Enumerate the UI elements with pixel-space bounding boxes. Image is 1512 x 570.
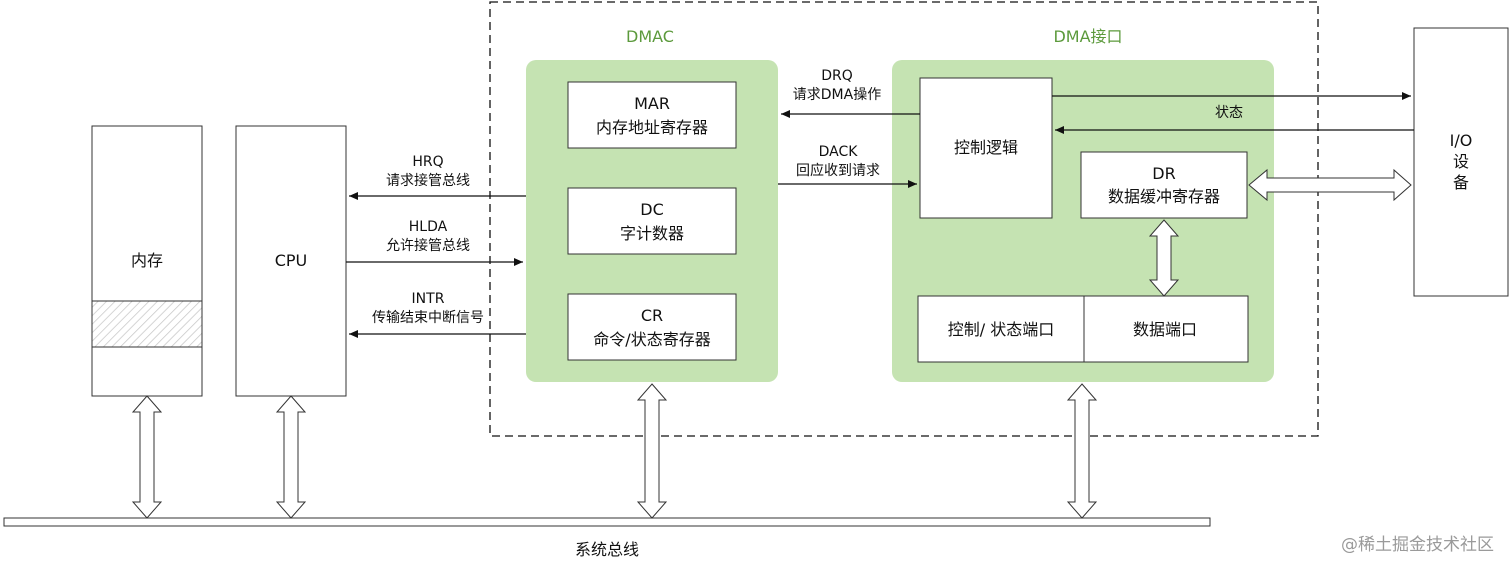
dma-interface-title: DMA接口: [1053, 27, 1122, 46]
dmac-bus-double-arrow: [636, 383, 668, 519]
cr-label: 命令/状态寄存器: [593, 330, 710, 349]
memory-box: [91, 125, 203, 397]
port-box: [917, 295, 1249, 363]
hrq-label: 请求接管总线: [386, 172, 470, 189]
status-label: 状态: [1215, 105, 1243, 121]
control-logic-box: [919, 77, 1053, 219]
control-status-port-label: 控制/ 状态端口: [948, 320, 1054, 339]
dc-register-box: [567, 187, 737, 255]
intr-abbr: INTR: [412, 291, 445, 307]
mar-register-box: [567, 81, 737, 149]
io-device-box: [1413, 27, 1509, 297]
dack-label: 回应收到请求: [796, 162, 880, 179]
dr-io-double-arrow: [1248, 168, 1412, 202]
io-device-label-line1: I/O: [1450, 131, 1473, 150]
dr-port-double-arrow: [1148, 219, 1180, 297]
io-device-label-line3: 备: [1453, 173, 1469, 192]
dma-boundary: [489, 1, 1319, 437]
cr-abbr: CR: [641, 306, 663, 325]
mar-abbr: MAR: [634, 94, 670, 113]
dr-register-box: [1080, 151, 1248, 219]
memory-hatched-block: [91, 300, 203, 348]
mar-label: 内存地址寄存器: [596, 118, 708, 137]
cpu-box: [235, 125, 347, 397]
cpu-label: CPU: [275, 251, 308, 270]
memory-label: 内存: [131, 251, 163, 270]
dr-label: 数据缓冲寄存器: [1108, 187, 1220, 206]
control-logic-label: 控制逻辑: [954, 138, 1018, 157]
data-port-label: 数据端口: [1133, 320, 1197, 339]
dc-abbr: DC: [640, 200, 664, 219]
hlda-label: 允许接管总线: [386, 237, 470, 254]
drq-label: 请求DMA操作: [793, 87, 881, 103]
memory-bus-double-arrow: [131, 395, 163, 519]
dr-abbr: DR: [1152, 164, 1175, 183]
cpu-bus-double-arrow: [275, 395, 307, 519]
drq-abbr: DRQ: [821, 68, 853, 84]
dmac-title: DMAC: [626, 27, 674, 46]
dack-abbr: DACK: [819, 144, 859, 160]
system-bus-label: 系统总线: [575, 540, 639, 559]
dc-label: 字计数器: [620, 224, 684, 243]
system-bus: [3, 517, 1211, 527]
io-device-label-line2: 设: [1453, 152, 1469, 171]
intr-label: 传输结束中断信号: [372, 310, 484, 326]
hlda-abbr: HLDA: [409, 219, 448, 235]
watermark-text: @稀土掘金技术社区: [1341, 535, 1494, 555]
hrq-abbr: HRQ: [412, 154, 443, 170]
cr-register-box: [567, 293, 737, 361]
interface-bus-double-arrow: [1066, 383, 1098, 519]
